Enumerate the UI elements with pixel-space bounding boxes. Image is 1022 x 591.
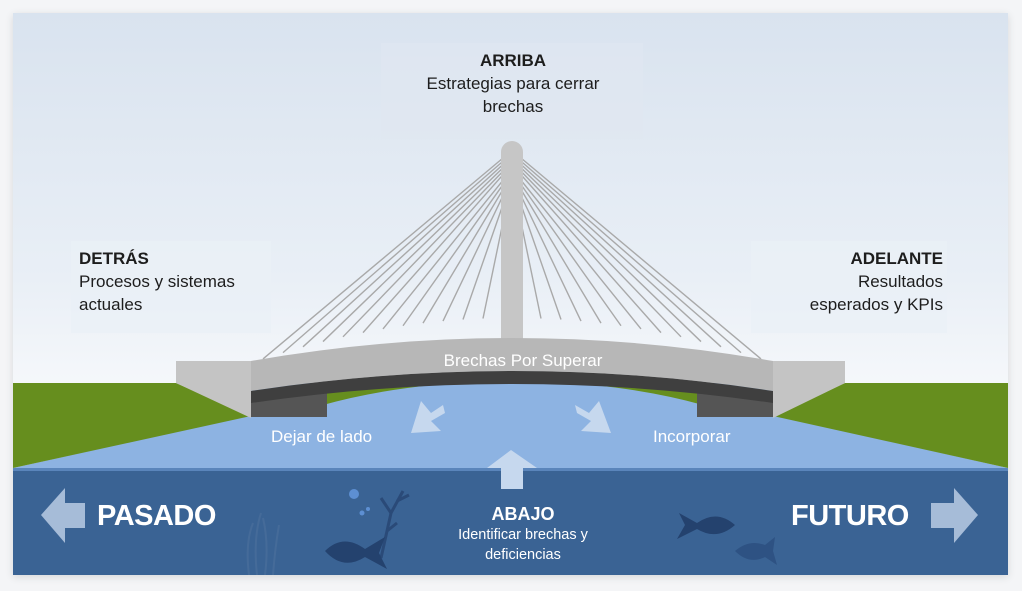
- bridge-cable: [302, 158, 510, 348]
- bubble-icon: [366, 507, 370, 511]
- bridge-cable: [512, 179, 582, 322]
- right-heading: ADELANTE: [850, 249, 943, 268]
- bottom-line-2: deficiencias: [485, 547, 561, 563]
- arrow-left-icon: [41, 488, 85, 543]
- left-bank: [13, 383, 251, 468]
- bridge-cable: [514, 155, 742, 354]
- top-line-2: brechas: [482, 97, 544, 116]
- right-label: ADELANTE Resultados esperados y KPIs: [763, 247, 943, 316]
- right-abutment: [773, 361, 845, 418]
- bridge-tower: [501, 141, 523, 351]
- bridge-cable: [402, 173, 512, 327]
- bottom-heading: ABAJO: [491, 504, 555, 524]
- bridge-cable: [514, 152, 762, 360]
- leave-aside-label: Dejar de lado: [271, 427, 373, 446]
- arrow-down-right-icon: [575, 401, 611, 433]
- bridge-cable: [512, 173, 622, 327]
- bottom-label: ABAJO Identificar brechas y deficiencias: [423, 503, 623, 565]
- right-line-1: Resultados: [857, 272, 943, 291]
- bridge-cable: [512, 170, 642, 330]
- bridge-cable: [442, 179, 512, 322]
- bridge-cable: [514, 161, 702, 343]
- bridge-cable: [262, 152, 510, 360]
- left-line-1: Procesos y sistemas: [79, 272, 235, 291]
- bridge-cable: [342, 164, 510, 338]
- bridge-cable: [514, 164, 682, 338]
- bridge-cable: [514, 167, 662, 334]
- right-bank: [773, 383, 1008, 468]
- left-line-2: actuales: [79, 295, 143, 314]
- bridge-cable: [514, 158, 722, 348]
- bridge-cable: [422, 176, 512, 324]
- left-heading: DETRÁS: [79, 249, 149, 268]
- fish-icon: [735, 537, 777, 565]
- future-label: FUTURO: [791, 500, 909, 532]
- scene: [13, 13, 1008, 575]
- incorporate-label: Incorporar: [653, 427, 731, 446]
- bridge-deck: [251, 338, 773, 391]
- bubble-icon: [359, 510, 365, 516]
- bubble-icon: [349, 489, 359, 499]
- top-label: ARRIBA Estrategias para cerrar brechas: [378, 49, 648, 118]
- top-label-backdrop: [381, 43, 643, 139]
- bridge-deck-label: Brechas Por Superar: [443, 351, 603, 370]
- bridge-cable: [322, 161, 510, 343]
- bridge-deck-underside: [251, 371, 773, 403]
- past-label: PASADO: [97, 500, 216, 532]
- top-heading: ARRIBA: [479, 51, 547, 70]
- left-label-backdrop: [71, 241, 271, 333]
- seaweed-icon: [246, 512, 280, 575]
- bridge-cable: [382, 170, 512, 330]
- bridge-diagram: ARRIBA Estrategias para cerrar brechas D…: [13, 13, 1008, 575]
- arrow-right-icon: [931, 488, 978, 543]
- fish-icon: [677, 513, 735, 539]
- bridge-cable: [362, 167, 510, 334]
- bridge-cables: [262, 152, 762, 360]
- top-line-1: Estrategias para cerrar: [426, 74, 600, 93]
- bridge-cable: [512, 176, 602, 324]
- left-abutment: [176, 361, 251, 418]
- bottom-line-1: Identificar brechas y: [458, 527, 588, 543]
- arrow-up-icon: [487, 450, 537, 489]
- bridge-cable: [282, 155, 510, 354]
- right-label-backdrop: [751, 241, 947, 333]
- left-label: DETRÁS Procesos y sistemas actuales: [79, 247, 279, 316]
- right-line-2: esperados y KPIs: [809, 295, 943, 314]
- arrow-down-left-icon: [411, 401, 445, 433]
- coral-icon: [379, 490, 410, 559]
- fish-icon: [325, 537, 387, 569]
